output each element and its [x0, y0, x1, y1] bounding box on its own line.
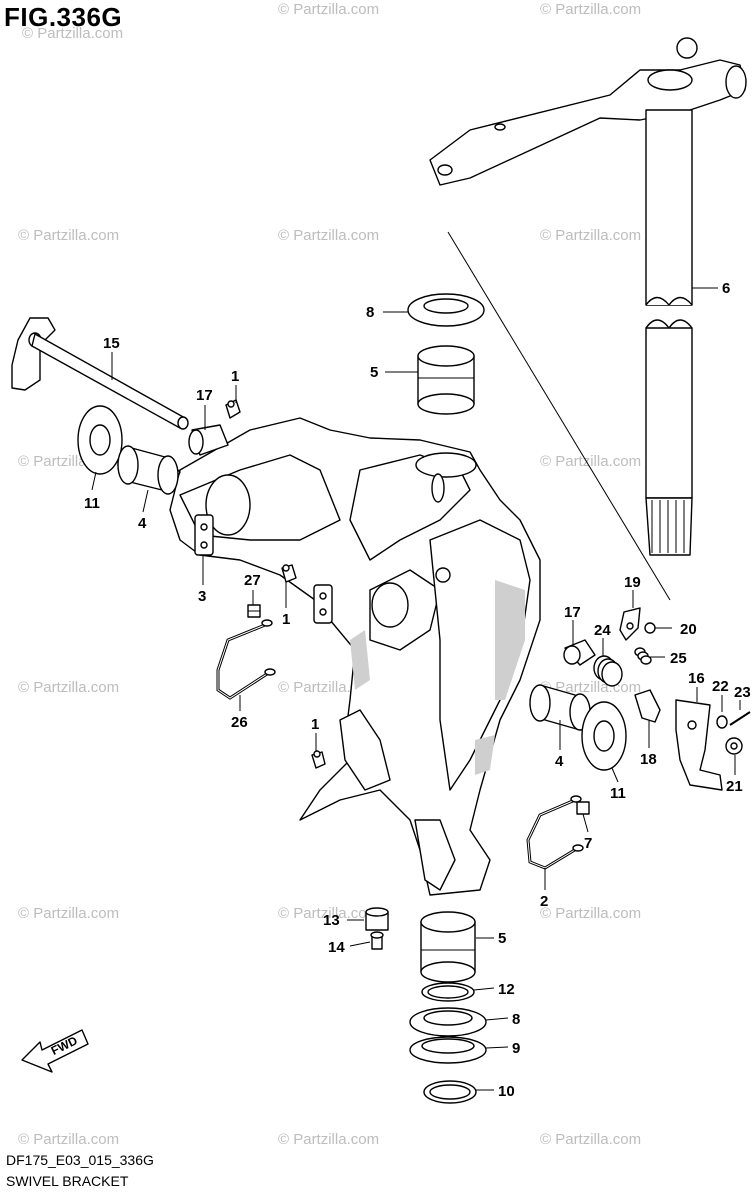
callout-14: 14 [328, 939, 345, 956]
part-22-washer[interactable] [716, 715, 728, 729]
part-16-plate[interactable] [675, 699, 723, 791]
part-4-bushing-left[interactable] [117, 445, 181, 495]
diagram-caption: SWIVEL BRACKET [6, 1173, 129, 1189]
part-5-bushing-upper[interactable] [417, 345, 475, 415]
part-8-washer-lower[interactable] [409, 1007, 487, 1037]
callout-3: 3 [198, 588, 206, 605]
part-17-bushing-left[interactable] [188, 424, 229, 456]
part-14-screw[interactable] [370, 931, 384, 950]
watermark: © Partzilla.com [278, 227, 379, 244]
bracket-plate[interactable] [313, 584, 333, 624]
callout-9: 9 [512, 1040, 520, 1057]
swivel-bracket-body[interactable] [169, 417, 541, 896]
callout-8-upper: 8 [366, 304, 374, 321]
watermark: © Partzilla.com [540, 1, 641, 18]
watermark: © Partzilla.com [540, 453, 641, 470]
callout-13: 13 [323, 912, 340, 929]
alignment-line [447, 231, 671, 601]
callout-26: 26 [231, 714, 248, 731]
part-10-snap-ring[interactable] [423, 1080, 477, 1104]
callout-5-upper: 5 [370, 364, 378, 381]
watermark: © Partzilla.com [18, 905, 119, 922]
figure-title: FIG.336G [4, 2, 123, 32]
fwd-arrow-icon: FWD [21, 1029, 89, 1073]
part-21-nut[interactable] [725, 737, 743, 755]
callout-10: 10 [498, 1083, 515, 1100]
part-1-grease-nipple-top[interactable] [225, 399, 241, 419]
part-9-washer[interactable] [409, 1036, 487, 1064]
callout-6: 6 [722, 280, 730, 297]
callout-4-left: 4 [138, 515, 147, 532]
callout-5-lower: 5 [498, 930, 506, 947]
part-20-bolt[interactable] [644, 622, 662, 634]
callout-27: 27 [244, 572, 261, 589]
part-15-tilt-tube[interactable] [11, 317, 189, 430]
callout-8-lower: 8 [512, 1011, 520, 1028]
part-2-ground-wire[interactable] [526, 795, 584, 870]
part-25-spring[interactable] [634, 647, 652, 665]
callout-1-top: 1 [231, 368, 239, 385]
callout-labels: 6 8 5 15 17 1 11 4 3 27 1 26 1 4 17 24 1… [84, 280, 751, 1100]
part-11-washer-left[interactable] [77, 405, 123, 475]
callout-7: 7 [584, 835, 592, 852]
part-24-spring[interactable] [593, 655, 623, 687]
callout-11-left: 11 [84, 495, 100, 512]
callout-1-middle: 1 [282, 611, 290, 628]
callout-12: 12 [498, 981, 515, 998]
callout-22: 22 [712, 678, 729, 695]
watermark: © Partzilla.com [540, 1131, 641, 1148]
watermark: © Partzilla.com [278, 905, 379, 922]
part-27-bolt[interactable] [247, 604, 261, 618]
part-3-bolt[interactable] [194, 514, 214, 556]
part-18-lever[interactable] [634, 689, 661, 723]
callout-24: 24 [594, 622, 611, 639]
watermark: © Partzilla.com [540, 905, 641, 922]
callout-11-right: 11 [610, 785, 626, 802]
part-12-ring[interactable] [421, 982, 475, 1002]
watermark: © Partzilla.com [18, 1131, 119, 1148]
callout-21: 21 [726, 778, 743, 795]
part-1-grease-nipple-lower[interactable] [311, 750, 326, 769]
callout-15: 15 [103, 335, 120, 352]
watermark: © Partzilla.com [540, 227, 641, 244]
watermark: © Partzilla.com [22, 25, 123, 42]
part-6-steering-shaft[interactable] [429, 37, 747, 556]
callout-16: 16 [688, 670, 705, 687]
part-7-bolt[interactable] [576, 801, 590, 815]
watermark: © Partzilla.com [278, 1131, 379, 1148]
callout-20: 20 [680, 621, 697, 638]
part-19-clip[interactable] [619, 607, 641, 641]
callout-4-right: 4 [555, 753, 564, 770]
callout-23: 23 [734, 684, 751, 701]
part-17-bushing-right[interactable] [563, 639, 596, 666]
diagram-code: DF175_E03_015_336G [6, 1152, 154, 1168]
callout-1-lower: 1 [311, 716, 319, 733]
watermark: © Partzilla.com [278, 1, 379, 18]
part-23-pin[interactable] [729, 711, 751, 726]
part-13-stopper[interactable] [365, 907, 389, 931]
callout-19: 19 [624, 574, 641, 591]
watermark: © Partzilla.com [18, 227, 119, 244]
leader-lines [91, 287, 741, 1091]
part-8-washer-upper[interactable] [407, 293, 485, 327]
callout-2: 2 [540, 893, 548, 910]
callout-25: 25 [670, 650, 687, 667]
watermark: © Partzilla.com [18, 679, 119, 696]
callout-18: 18 [640, 751, 657, 768]
part-1-grease-nipple-middle[interactable] [281, 564, 297, 583]
part-26-ground-wire[interactable] [216, 619, 276, 700]
callout-17-left: 17 [196, 387, 213, 404]
callout-17-right: 17 [564, 604, 581, 621]
part-11-washer-right[interactable] [581, 701, 627, 771]
part-5-bushing-lower[interactable] [420, 911, 476, 983]
